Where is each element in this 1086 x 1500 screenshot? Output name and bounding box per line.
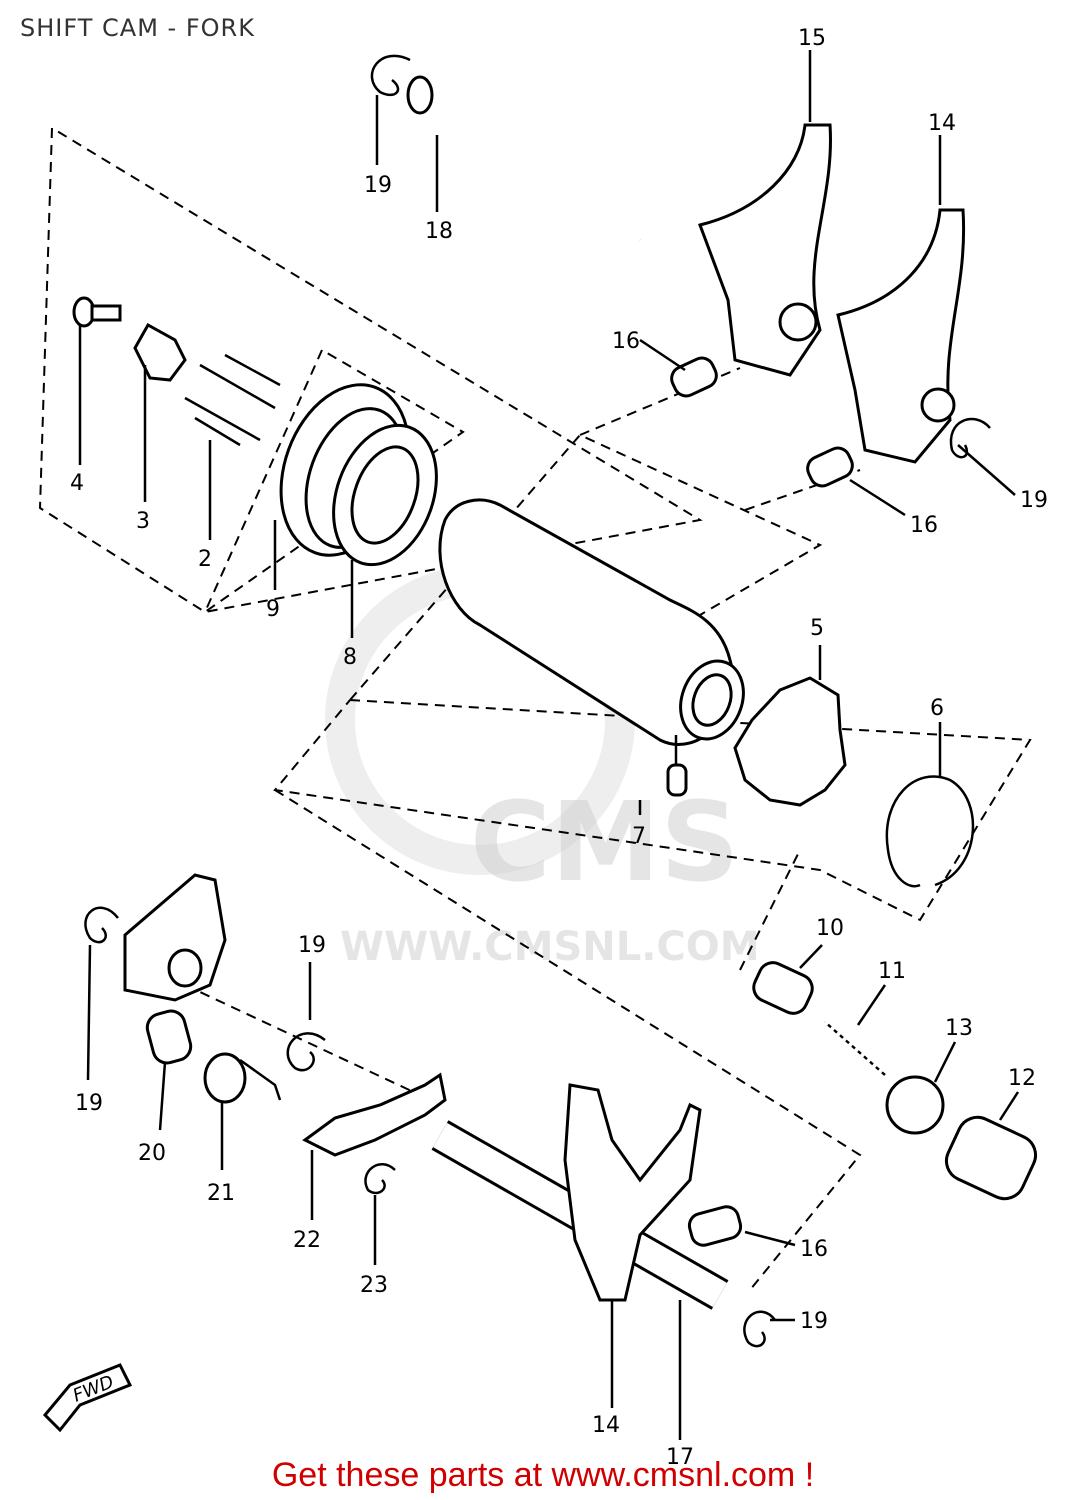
pin-16-lower <box>687 1205 743 1247</box>
dashed-outline-left <box>38 127 703 614</box>
callout-21: 21 <box>207 1181 235 1206</box>
dashed-outline-cam-lower <box>273 699 1032 922</box>
segment-5 <box>733 676 847 807</box>
callout-17: 17 <box>666 1445 694 1470</box>
callout-7: 7 <box>632 824 646 849</box>
leader-lines <box>78 50 1020 1440</box>
callout-22: 22 <box>293 1228 321 1253</box>
circlip-19-top <box>370 54 411 97</box>
callout-8: 8 <box>343 645 357 670</box>
callout-19-top: 19 <box>364 173 392 198</box>
bolt-12 <box>944 1115 1038 1201</box>
callout-labels: 15 14 19 18 16 4 3 2 9 8 19 16 5 6 7 10 … <box>70 26 1048 1470</box>
circlip-6 <box>885 775 975 888</box>
callout-19-bottom: 19 <box>800 1309 828 1334</box>
callout-20: 20 <box>138 1141 166 1166</box>
callout-16-lower: 16 <box>800 1237 828 1262</box>
callout-18: 18 <box>425 219 453 244</box>
page-title: SHIFT CAM - FORK <box>20 14 255 42</box>
callout-4: 4 <box>70 471 84 496</box>
callout-11: 11 <box>878 959 906 984</box>
dashed-outline-lever <box>739 849 801 971</box>
callout-19-left: 19 <box>75 1091 103 1116</box>
callout-14-lower: 14 <box>592 1413 620 1438</box>
callout-13: 13 <box>945 1016 973 1041</box>
spring-11 <box>821 1018 889 1079</box>
watermark: CMS WWW.CMSNL.COM <box>325 565 760 970</box>
fork-shaft-upper <box>406 75 649 253</box>
callout-10: 10 <box>816 916 844 941</box>
pin-16-middle <box>806 446 854 488</box>
circlip-19-middle <box>286 1032 326 1072</box>
watermark-url: WWW.CMSNL.COM <box>340 924 760 970</box>
dashed-outline-lever-link <box>184 984 421 1096</box>
shift-lever-20 <box>123 873 227 1065</box>
pins-2 <box>184 353 281 447</box>
callout-3: 3 <box>136 509 150 534</box>
callout-16-upper: 16 <box>612 329 640 354</box>
callout-5: 5 <box>810 616 824 641</box>
footer-link[interactable]: Get these parts at www.cmsnl.com ! <box>271 1456 815 1494</box>
shift-fork-15 <box>698 123 832 377</box>
fwd-label: FWD <box>70 1371 117 1406</box>
callout-15: 15 <box>798 26 826 51</box>
dowel-pin-7 <box>666 763 688 797</box>
screw-4 <box>72 296 122 328</box>
washer-13 <box>885 1075 945 1135</box>
shift-fork-14-upper <box>836 208 966 464</box>
shift-cam-drum <box>438 498 745 747</box>
callout-16-middle: 16 <box>910 513 938 538</box>
fwd-arrow-icon: FWD <box>42 1363 133 1433</box>
circlip-19-bottom <box>743 1310 776 1348</box>
callout-19-right: 19 <box>1020 488 1048 513</box>
callout-6: 6 <box>930 696 944 721</box>
dashed-outline-shaft <box>274 789 862 1291</box>
callout-19-middle: 19 <box>298 933 326 958</box>
lever-22 <box>302 1072 447 1157</box>
spring-21 <box>203 1052 282 1104</box>
callout-2: 2 <box>198 547 212 572</box>
pin-16-upper <box>670 356 718 398</box>
callout-9: 9 <box>266 597 280 622</box>
callout-14-upper: 14 <box>928 111 956 136</box>
callout-23: 23 <box>360 1273 388 1298</box>
circlip-23 <box>364 1163 396 1195</box>
bearing-8 <box>332 423 438 567</box>
shift-fork-14-lower <box>563 1083 702 1302</box>
callout-12: 12 <box>1008 1066 1036 1091</box>
circlip-19-right <box>949 417 991 459</box>
circlip-19-left <box>84 906 119 944</box>
stopper-10 <box>752 961 814 1015</box>
stopper-plate-3 <box>133 322 187 382</box>
dashed-outline-fork-link2 <box>744 469 861 511</box>
watermark-brand: CMS <box>470 778 739 906</box>
